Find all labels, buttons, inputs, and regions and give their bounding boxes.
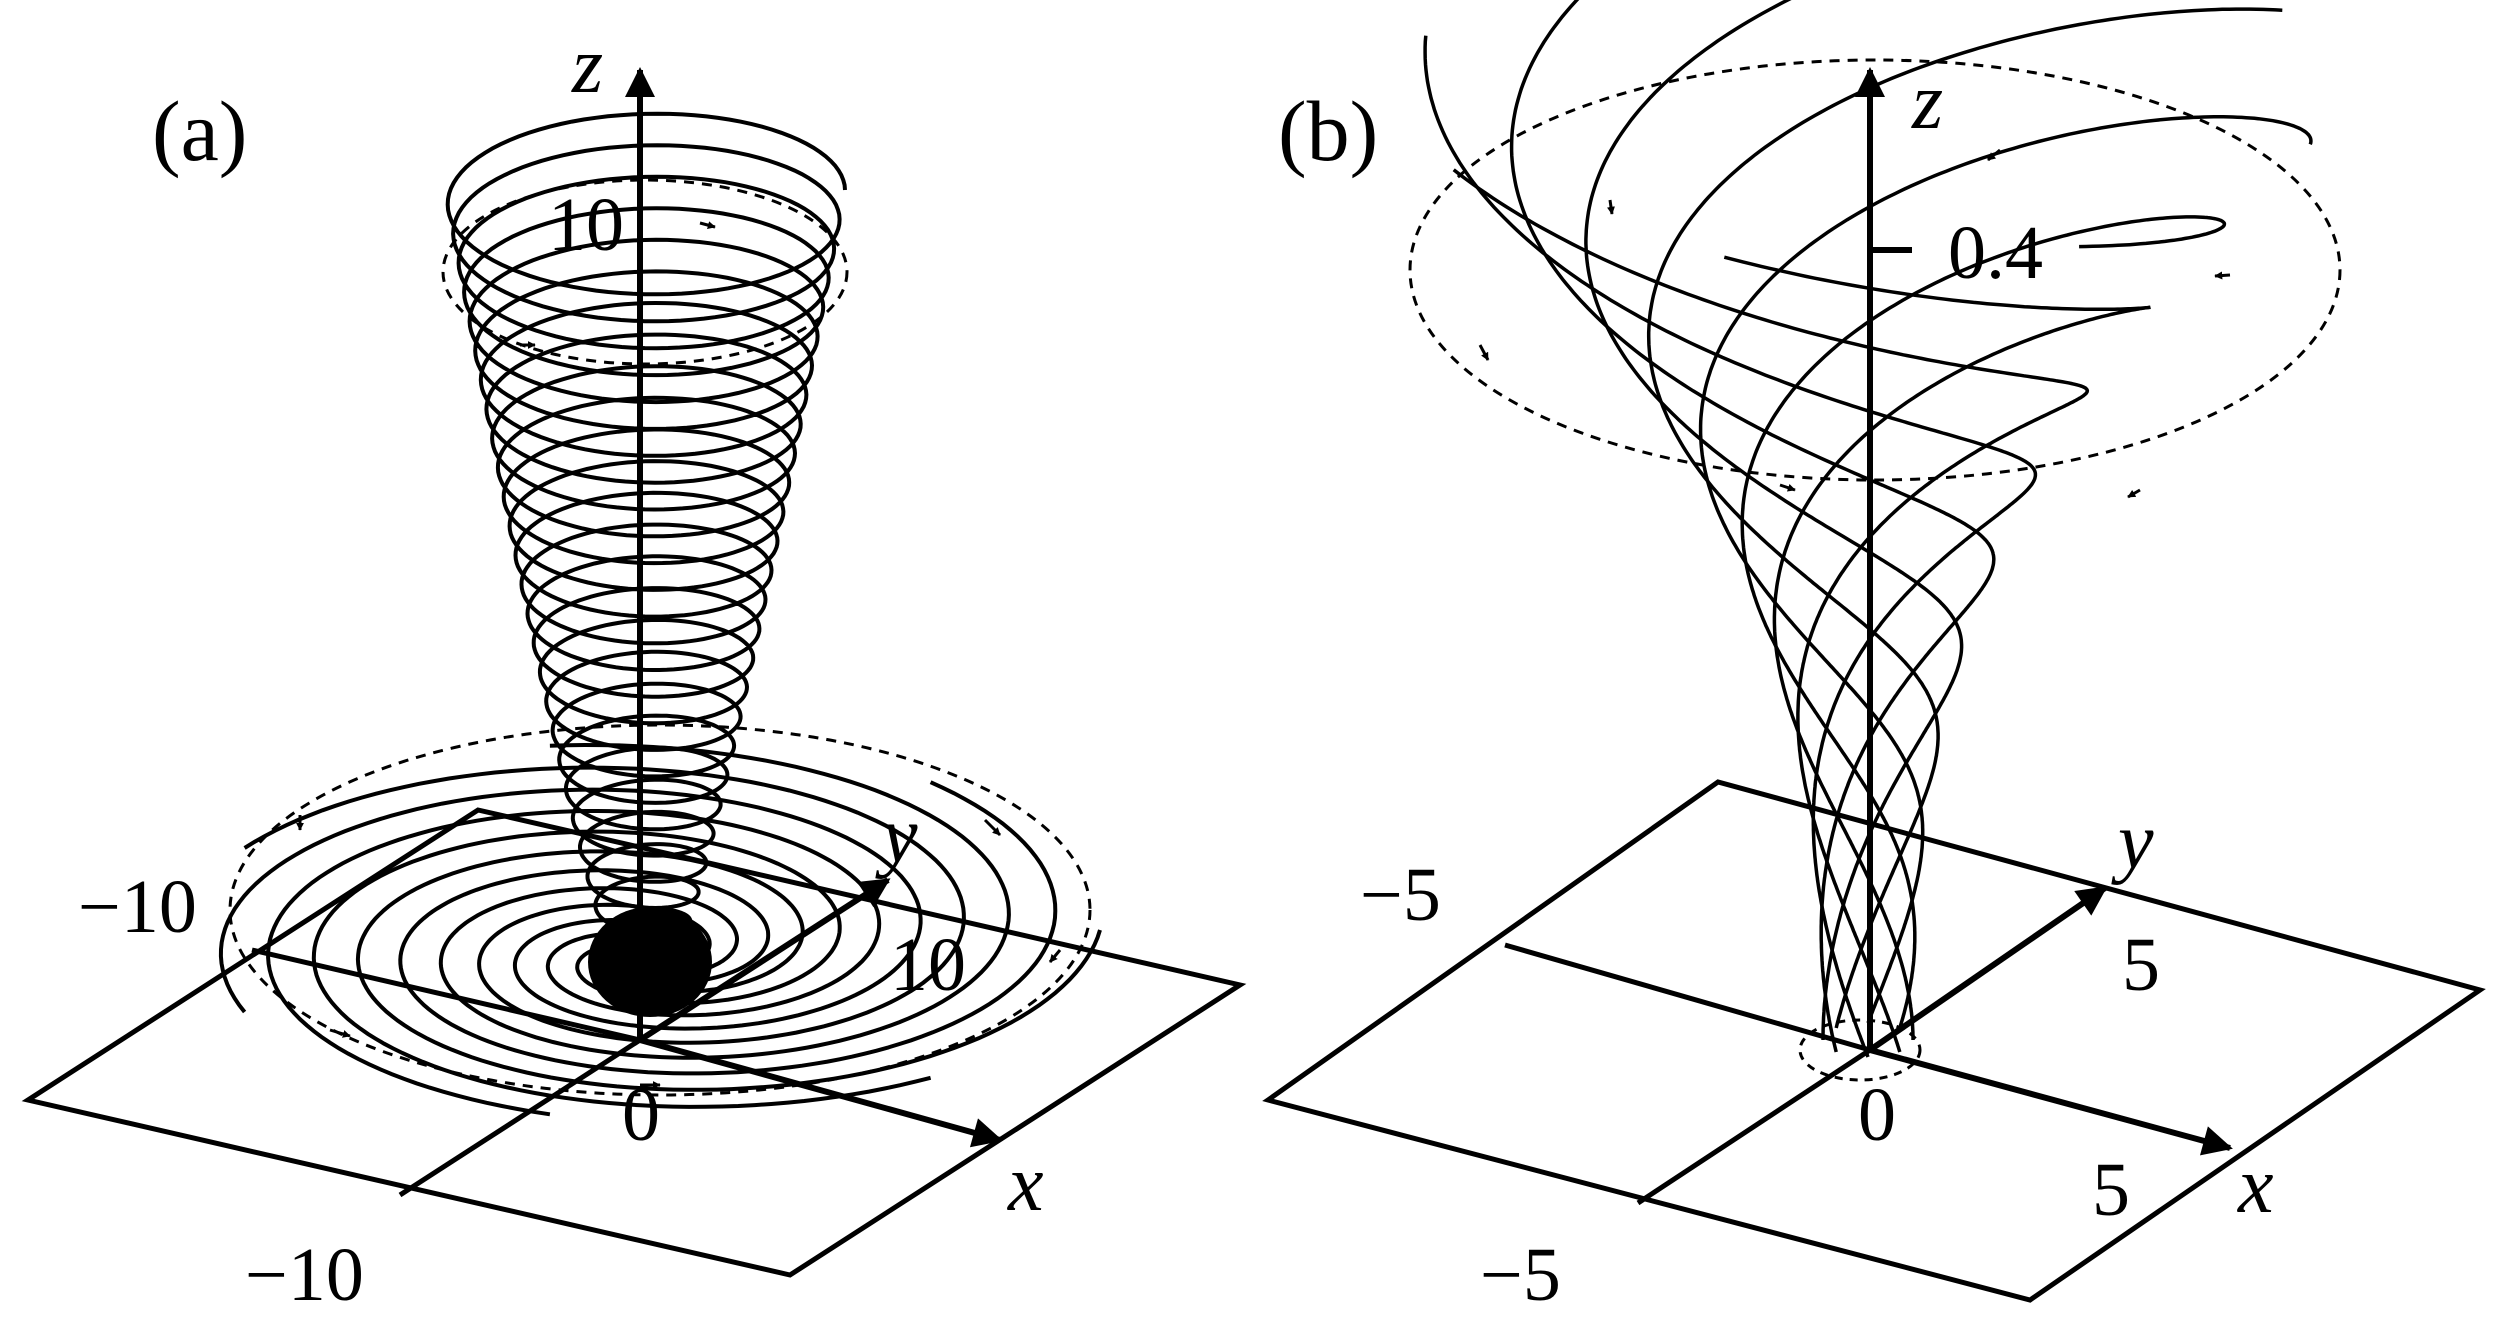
panel-b-trajectory: [1723, 255, 2151, 1040]
panel-b-trajectory: [1584, 0, 1964, 1040]
panel-a-flow-arrows: [296, 221, 1062, 1089]
panel-b-z-label: z: [1911, 58, 1943, 146]
panel-a-x-grid: [251, 947, 641, 1043]
panel-a-base-spiral: [438, 742, 1011, 1060]
panel-b-x-grid: [1504, 942, 1871, 1053]
panel-b-z-tick-0.4: 0.4: [1948, 211, 2043, 295]
panel-b-trajectory: [1452, 168, 2090, 1053]
panel-a-upper-circle: [441, 178, 849, 366]
panel-a-x-tick-neg10: −10: [245, 1233, 364, 1317]
panel-b-base-plane: [1262, 779, 2486, 1303]
panel-b-flow-arrows: [1478, 148, 2231, 499]
panel-b: (b) z 0.4 y x 0 5 −5 5 −5: [1262, 0, 2486, 1317]
panel-b-x-tick-5: 5: [2092, 1148, 2130, 1232]
panel-b-x-label: x: [2237, 1142, 2274, 1230]
panel-a-y-label: y: [875, 792, 918, 880]
panel-b-y-grid: [1636, 1047, 1872, 1206]
panel-a-y-tick-10: 10: [890, 923, 966, 1007]
panel-b-upper-circle: [1408, 58, 2342, 482]
panel-b-x-tick-0: 0: [1858, 1073, 1896, 1157]
panel-a-helix-curve: [445, 111, 847, 962]
panel-b-y-axis: [1868, 885, 2108, 1053]
panel-a-label: (a): [152, 83, 247, 179]
panel-a-lower-circle: [228, 723, 1092, 1097]
panel-b-trajectory: [1740, 215, 2227, 1029]
panel-a-base-plane: [21, 807, 1247, 1278]
panel-a-z-label: z: [571, 22, 603, 110]
panel-a-helix: [445, 111, 847, 962]
panel-a-z-tick-10: 10: [548, 183, 624, 267]
panel-a: (a) z 10 y x 0 10 −10 −10: [21, 22, 1247, 1317]
panel-a-x-label: x: [1007, 1140, 1044, 1228]
panel-b-trajectory: [1646, 7, 2283, 1029]
panel-a-dense-core: [588, 907, 712, 1017]
panel-b-y-tick-5: 5: [2122, 923, 2160, 1007]
panel-b-y-tick-neg5: −5: [1360, 853, 1441, 937]
panel-a-base-spiral: [311, 829, 932, 1109]
panel-a-x-tick-0: 0: [622, 1073, 660, 1157]
panel-b-trajectory: [1423, 35, 2038, 1058]
panel-a-y-tick-neg10: −10: [78, 865, 197, 949]
panel-a-y-grid: [398, 1037, 642, 1198]
panel-b-x-tick-neg5: −5: [1480, 1233, 1561, 1317]
panel-b-y-label: y: [2111, 798, 2154, 886]
panel-b-lower-circle: [1798, 1018, 1922, 1082]
panel-b-label: (b): [1278, 83, 1378, 179]
panel-a-base-spiral: [355, 849, 1102, 1092]
panel-b-trajectory: [1509, 0, 1996, 1053]
panel-b-x-axis: [1869, 1047, 2233, 1156]
panel-a-base-spiral: [243, 765, 966, 1045]
panel-b-trajectories: [1423, 0, 2313, 1058]
panel-b-trajectory: [1698, 115, 2313, 1024]
